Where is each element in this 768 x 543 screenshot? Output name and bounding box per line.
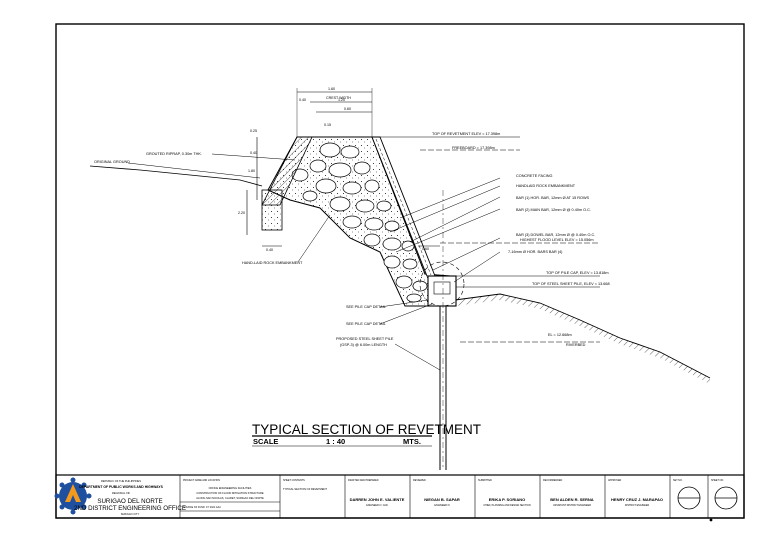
label-grouted-riprap: GROUTED RIPRAP, 0.30m THK.	[146, 152, 202, 156]
agency-country: REPUBLIC OF THE PHILIPPINES	[101, 479, 141, 483]
office-line2: 2ND DISTRICT ENGINEERING OFFICE	[74, 505, 186, 512]
drafted-header: DRAFTED AND PREPARED	[348, 479, 379, 482]
dim-040-vert: 0.40	[250, 151, 257, 155]
approved-header: APPROVED	[608, 479, 622, 482]
project-line3: ALONG SAN NICOLAS, CLARET, SURIGAO DEL N…	[196, 496, 264, 500]
approved-role: DISTRICT ENGINEER	[625, 504, 649, 507]
riverbank-hatch	[455, 294, 710, 384]
dim-040-bottom: 0.40	[266, 248, 273, 252]
scale-label: SCALE	[253, 437, 278, 446]
project-line2: CONSTRUCTION OF FLOOD MITIGATION STRUCTU…	[196, 491, 264, 495]
agency-dept: DEPARTMENT OF PUBLIC WORKS AND HIGHWAYS	[79, 485, 163, 489]
pile-cap-inner	[433, 281, 451, 295]
project-line1: OFFICE ENGINEERING FACILITIES	[209, 486, 252, 490]
label-bar-2: BAR (2) MAIN BAR, 12mm Ø @ 0.40m O.C.	[516, 208, 591, 212]
leader-lines	[127, 153, 501, 371]
sheet-no-header: SHEET NO.	[711, 479, 724, 482]
label-handlaid-rock: HANDLAID ROCK EMBANKMENT	[516, 184, 576, 188]
facing-rebar	[375, 138, 432, 276]
reviewed-role: ENGINEER III	[434, 504, 449, 507]
submitted-role: CHIEF, PLANNING AND DESIGN SECTION	[483, 504, 530, 507]
label-freeboard: FREEBOARD = 17.398m	[452, 146, 495, 150]
scale-value: 1 : 40	[326, 437, 345, 446]
sheet-contents: TYPICAL SECTION OF REVETMENT	[283, 487, 327, 491]
submitted-header: SUBMITTED	[478, 479, 492, 482]
label-top-pile-cap: TOP OF PILE CAP, ELEV = 13.818m	[546, 271, 609, 275]
office-line1: SURIGAO DEL NORTE	[97, 498, 162, 505]
recommended-role: ASSISTANT DISTRICT ENGINEER	[553, 504, 591, 507]
label-proposed-sheet-pile: PROPOSED STEEL SHEET PILE	[336, 337, 394, 341]
label-sheet-pile-spec: (GSP-3) @ 6.00m LENGTH	[340, 343, 387, 347]
sheet-number-circles	[677, 486, 738, 510]
funding: SOURCE OF FUND: CY 2021 GAA	[183, 506, 221, 509]
project-name-header: PROJECT NAME AND LOCATION	[183, 479, 220, 482]
original-ground-line	[89, 165, 263, 187]
pile-cap	[427, 275, 457, 307]
dim-120: 1.20	[338, 98, 345, 102]
agency-region: REGIONAL XIII	[112, 491, 130, 495]
label-riverbed-elev: EL = 12.668m	[548, 333, 572, 337]
label-top-sheet-pile: TOP OF STEEL SHEET PILE, ELEV = 13.668	[532, 282, 610, 286]
label-see-pile-cap-1: SEE PILE CAP DETAIL	[346, 305, 386, 309]
dim-top-width: 1.60	[328, 87, 335, 91]
reviewed-header: REVIEWED	[413, 479, 426, 482]
dim-crest-width: CREST WIDTH	[326, 96, 351, 100]
label-bar-4: 7-16mm Ø HOR. BARS BAR (4)	[508, 250, 563, 254]
dim-040-left: 0.40	[299, 98, 306, 102]
toe-key-left	[261, 189, 283, 231]
label-riverbed: RIVERBED	[566, 343, 586, 347]
dim-180: 1.80	[248, 169, 255, 173]
drafted-name: DARREN JOHN E. VALIENTE	[350, 497, 405, 502]
dim-060-pile: 0.60	[422, 247, 429, 251]
recommended-header: RECOMMENDED	[543, 479, 563, 482]
label-see-pile-cap-2: SEE PILE CAP DETAIL	[346, 322, 386, 326]
dpwh-logo	[54, 477, 92, 515]
label-original-ground: ORIGINAL GROUND	[94, 160, 130, 164]
sheet-contents-header: SHEET CONTENTS	[283, 479, 305, 482]
dim-015: 0.15	[324, 123, 331, 127]
drawing-title: TYPICAL SECTION OF REVETMENT	[252, 422, 481, 437]
scale-units: MTS.	[403, 437, 421, 446]
recommended-name: BEN ALDEN R. SERNA	[550, 497, 594, 502]
label-concrete-facing: CONCRETE FACING	[516, 174, 553, 178]
pile-cap-detail-circle	[419, 261, 465, 307]
drafted-role: ENGINEER II / CAD	[366, 504, 388, 507]
label-hand-laid: HAND-LAID ROCK EMBANKMENT	[242, 261, 303, 265]
north-dot	[709, 518, 713, 522]
reviewed-name: NIEGAN B. SAPAR	[424, 497, 460, 502]
dim-025-vert: 0.25	[250, 129, 257, 133]
set-no-header: SET NO.	[673, 479, 683, 482]
label-bar-1: BAR (1) HOR. BAR, 12mm Ø AT 15 ROWS	[516, 196, 590, 200]
label-bar-3: BAR (3) DOWEL BAR, 12mm Ø @ 0.40m O.C.	[516, 233, 595, 237]
riverbank-line	[454, 293, 711, 379]
approved-name: HENRY CRUZ J. MARAPAO	[611, 497, 663, 502]
submitted-name: ERIKA P. SORIANO	[489, 497, 525, 502]
title-block-dividers	[179, 475, 709, 518]
dim-220: 2.20	[238, 211, 245, 215]
label-hfl: HIGHEST FLOOD LEVEL ELEV = 15.056m	[520, 238, 594, 242]
label-top-of-revetment: TOP OF REVETMENT ELEV = 17.398m	[432, 132, 500, 136]
office-line3: SURIGAO CITY	[121, 512, 140, 516]
rock-fill	[291, 142, 428, 303]
dim-060: 0.60	[344, 107, 351, 111]
